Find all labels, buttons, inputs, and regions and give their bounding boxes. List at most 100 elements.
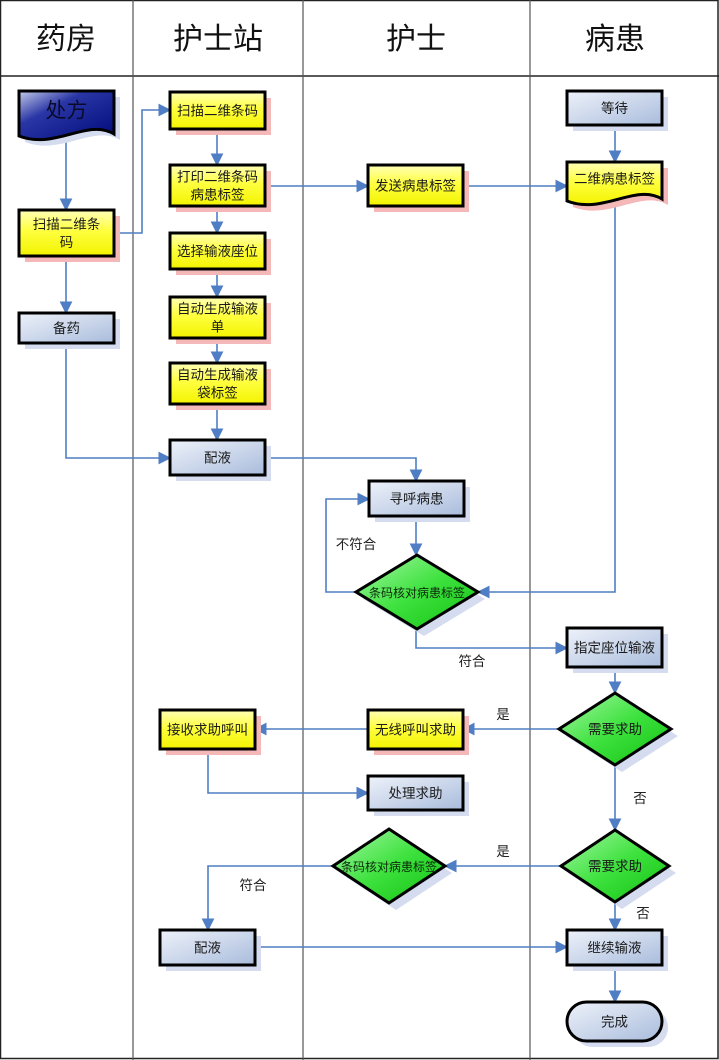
process-box (565, 928, 664, 967)
connector-verify-1-to-page-patient (325, 492, 371, 593)
node-label: 扫描二维条 (33, 216, 101, 233)
action-box (366, 708, 465, 751)
connector-patient-label-to-verify-1 (476, 200, 616, 599)
decision-diamond (330, 827, 448, 905)
decision-diamond (556, 691, 674, 767)
node-need-help-1[interactable]: 需要求助 (556, 691, 678, 772)
lane-title-station: 护士站 (173, 22, 263, 57)
connector-label: 是 (496, 707, 510, 723)
action-box (168, 361, 267, 406)
connector-verify-2-to-mix-2 (201, 865, 333, 932)
node-label: 条码核对病患标签 (369, 585, 465, 600)
connector-prepare-drug-to-mix-1 (65, 343, 172, 465)
action-box (158, 708, 257, 751)
node-label: 扫描二维条码 (177, 103, 258, 120)
process-box (168, 438, 267, 477)
node-label: 寻呼病患 (390, 492, 444, 508)
node-mix-2[interactable]: 配液 (158, 928, 261, 971)
node-need-help-2[interactable]: 需要求助 (558, 828, 676, 909)
node-handle-help[interactable]: 处理求助 (366, 774, 469, 816)
lane-title-nurse: 护士 (386, 22, 446, 57)
node-verify-1[interactable]: 条码核对病患标签 (353, 553, 485, 636)
process-box (565, 89, 664, 127)
node-label: 自动生成输液 (177, 302, 258, 318)
node-label: 配液 (194, 941, 221, 957)
node-label: 需要求助 (588, 722, 642, 738)
node-label: 处方 (46, 99, 88, 123)
lane-title-pharmacy: 药房 (36, 22, 96, 57)
node-mix-1[interactable]: 配液 (168, 438, 271, 481)
node-label: 接收求助呼叫 (167, 722, 248, 739)
process-box (17, 311, 116, 345)
node-label: 码 (60, 235, 74, 251)
connector-verify-1-to-assign-seat (415, 629, 569, 655)
node-label: 无线呼叫求助 (375, 723, 456, 739)
action-box (366, 163, 465, 208)
node-scan-station[interactable]: 扫描二维条码 (168, 90, 271, 135)
terminator-shape (565, 1000, 664, 1043)
lane-title-patient: 病患 (585, 22, 645, 57)
connector-label: 不符合 (336, 537, 377, 553)
node-prepare-drug[interactable]: 备药 (17, 311, 120, 349)
process-box (565, 626, 664, 669)
decision-diamond (558, 828, 672, 904)
node-label: 袋标签 (197, 385, 238, 402)
node-wait[interactable]: 等待 (565, 89, 668, 131)
decision-diamond (353, 553, 481, 631)
node-label: 二维病患标签 (574, 171, 655, 188)
connector-label: 符合 (459, 654, 486, 670)
node-label: 备药 (53, 320, 80, 337)
node-continue-infusion[interactable]: 继续输液 (565, 928, 668, 971)
node-assign-seat[interactable]: 指定座位输液 (565, 626, 668, 673)
connector-label: 否 (633, 791, 647, 807)
document-shape (565, 160, 664, 207)
node-done[interactable]: 完成 (565, 1000, 668, 1047)
lane-headers: 药房 护士站 护士 病患 (36, 22, 645, 57)
node-label: 打印二维条码 (177, 169, 258, 186)
node-label: 等待 (601, 100, 628, 117)
node-label: 条码核对病患标签 (341, 859, 437, 874)
node-label: 需要求助 (588, 859, 642, 875)
connectors (59, 103, 622, 1004)
node-page-patient[interactable]: 寻呼病患 (367, 479, 470, 522)
connector-label: 符合 (240, 878, 267, 894)
connector-label: 是 (496, 844, 510, 860)
node-label: 单 (211, 320, 225, 336)
node-scan-pharmacy[interactable]: 扫描二维条码 (17, 208, 120, 262)
node-label: 病患标签 (191, 187, 245, 204)
action-box (168, 295, 267, 340)
node-label: 自动生成输液 (177, 368, 258, 384)
node-select-seat[interactable]: 选择输液座位 (168, 231, 271, 275)
node-send-label[interactable]: 发送病患标签 (366, 163, 469, 212)
node-label: 完成 (601, 1015, 628, 1031)
node-label: 指定座位输液 (574, 641, 655, 657)
action-box (168, 163, 267, 208)
node-patient-label[interactable]: 二维病患标签 (565, 160, 668, 211)
connector-mix-1-to-page-patient (265, 457, 423, 483)
node-label: 配液 (204, 451, 231, 467)
node-label: 继续输液 (588, 941, 642, 957)
process-box (366, 774, 465, 812)
action-box (17, 208, 116, 258)
node-receive-call[interactable]: 接收求助呼叫 (158, 708, 261, 755)
document-shape (17, 89, 116, 142)
node-label: 处理求助 (389, 786, 443, 802)
node-wireless-call[interactable]: 无线呼叫求助 (366, 708, 469, 755)
nodes: 处方扫描二维条码备药扫描二维条码打印二维条码病患标签选择输液座位自动生成输液单自… (17, 89, 678, 1047)
connector-label: 否 (636, 906, 650, 922)
action-box (168, 90, 267, 131)
action-box (168, 231, 267, 271)
node-verify-2[interactable]: 条码核对病患标签 (330, 827, 452, 910)
process-box (158, 928, 257, 967)
connector-receive-call-to-handle-help (207, 749, 370, 800)
process-box (367, 479, 466, 518)
node-label: 选择输液座位 (177, 244, 258, 260)
node-prescription[interactable]: 处方 (17, 89, 120, 146)
node-label: 发送病患标签 (375, 178, 456, 195)
connector-scan-pharmacy-to-scan-station (114, 103, 172, 234)
